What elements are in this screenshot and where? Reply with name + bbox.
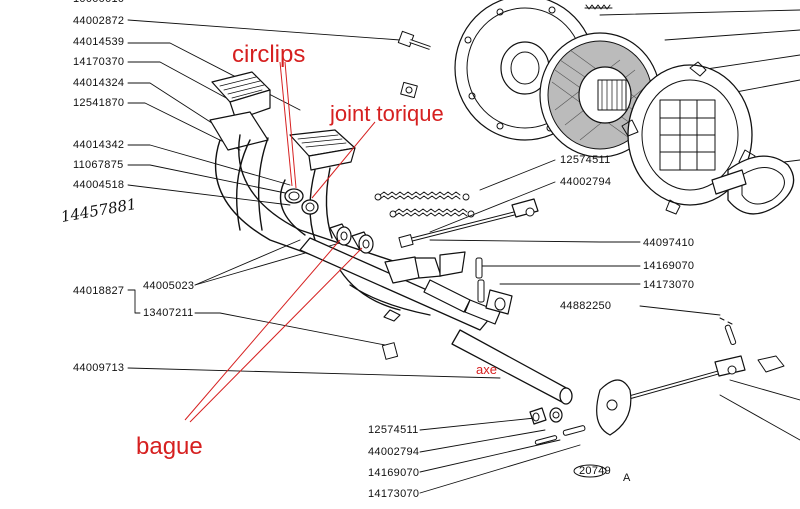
actuator-lever [711,155,795,215]
cross-shaft [299,237,573,405]
leader-lines-right [419,9,800,494]
svg-text:20749: 20749 [579,465,611,477]
brake-drum-assembly [454,0,795,215]
part-number-label: 44882250 [560,300,611,312]
part-number-label: 14170370 [73,56,124,68]
handwritten-note: 14457881 [60,195,138,226]
annotation-arrows [184,61,376,423]
part-number-label: 44005023 [143,280,194,292]
part-number-label: 14169070 [368,467,419,479]
annotation-joint-torique: joint torique [329,101,444,126]
part-number-label: 44002794 [368,446,419,458]
part-number-label: 12574511 [560,154,611,166]
part-number-label: 44014342 [73,139,124,151]
pedal-assembly [209,30,785,445]
part-number-label: 13407211 [143,307,194,319]
spring-icon [584,4,613,10]
lower-tie-rod [596,317,785,436]
svg-text:A: A [623,472,631,484]
figure-stamp: 20749 A [573,464,631,484]
part-number-label: 44009713 [73,362,124,374]
part-number-label: 44014539 [73,36,124,48]
part-number-label: 44018827 [73,285,124,297]
part-number-label: 44002872 [73,15,124,27]
part-number-label: 14173070 [368,488,419,500]
part-number-label: 44014324 [73,77,124,89]
clutch-pedal-pad [209,71,271,231]
annotation-circlips: circlips [232,41,305,68]
part-number-label: 12574511 [368,424,419,436]
annotation-bague: bague [136,433,203,460]
brake-pedal-pad [289,129,356,241]
part-number-label: 14169070 [643,260,694,272]
nut-icon [400,81,418,99]
part-number-label: 44097410 [643,237,694,249]
bushing-icon [329,223,374,254]
part-number-label: 44002794 [560,176,611,188]
tie-rod [398,198,539,248]
part-number-label: 12541870 [73,97,124,109]
return-spring-icon [374,191,475,218]
part-number-label: 10000010 [73,0,124,5]
part-number-label: 11067875 [73,159,124,171]
small-parts-bottom [529,407,586,445]
leader-lines-left [127,19,501,379]
bolt-icon [397,30,431,50]
pin-icon [475,257,485,303]
part-number-label: 14173070 [643,279,694,291]
circlip-icon [284,188,319,215]
part-number-label: 44004518 [73,179,124,191]
annotation-axe: axe [476,362,497,377]
